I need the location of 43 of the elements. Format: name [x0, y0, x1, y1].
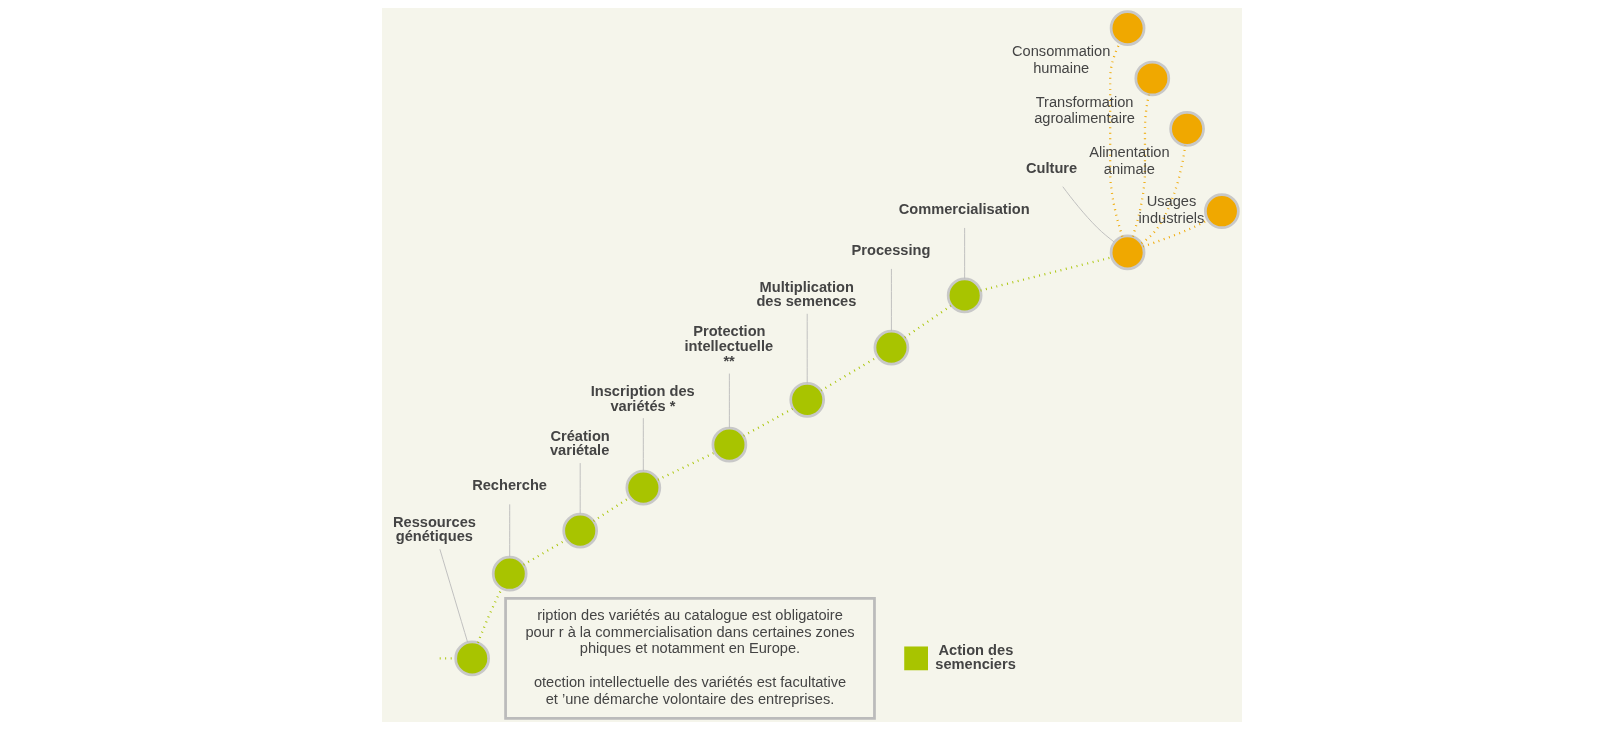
node-circle	[1169, 110, 1205, 147]
node-text: Processing	[851, 241, 931, 258]
connector	[439, 548, 469, 643]
node-text: Commercialisation	[898, 200, 1030, 217]
node-circle	[873, 329, 910, 366]
connector	[1140, 145, 1187, 245]
node-box: ription des variétés au catalogue est obligatoire pour r à la commercialisation dans certaines zones phiques et notamment en Europe. otection intellectuelle des variétés est facultative et ’une démarche volontaire des entreprises.	[504, 597, 876, 720]
node-circle	[454, 640, 490, 677]
connector	[1109, 42, 1124, 237]
node-circle	[1109, 234, 1146, 271]
node-circle	[562, 512, 599, 549]
connector	[1062, 186, 1115, 243]
node-circle	[946, 277, 983, 314]
connector	[890, 268, 892, 332]
connector	[728, 373, 730, 429]
node-text: Création variétale	[549, 427, 610, 459]
node-text: Culture	[1025, 159, 1078, 176]
node-text: Inscription des variétés *	[590, 382, 695, 414]
node-circle	[625, 469, 662, 506]
connector	[904, 304, 952, 339]
node-label: Usages industriels	[1138, 193, 1205, 226]
connector	[642, 417, 644, 472]
node-circle	[1109, 10, 1146, 46]
node-label: Alimentation animale	[1089, 144, 1170, 177]
node-text: Recherche	[472, 477, 547, 494]
node-circle	[1204, 193, 1240, 230]
node-text: Protection intellectuelle **	[684, 323, 774, 369]
connector	[509, 503, 511, 558]
connector	[1142, 219, 1209, 248]
node-circle	[491, 555, 528, 592]
node-circle	[789, 381, 826, 418]
connector	[964, 227, 966, 280]
node-label: Transformation agroalimentaire	[1034, 93, 1135, 127]
node-text: Ressources génétiques	[392, 513, 476, 545]
node-label: Consommation humaine	[1012, 43, 1111, 76]
legend-label: Action des semenciers	[935, 641, 1016, 673]
node-circle	[1134, 60, 1171, 97]
node-text: Multiplication des semences	[756, 278, 857, 310]
connector	[579, 462, 581, 515]
node-circle	[711, 426, 748, 463]
connector	[806, 313, 808, 384]
connector	[743, 407, 794, 437]
connector	[657, 451, 716, 481]
